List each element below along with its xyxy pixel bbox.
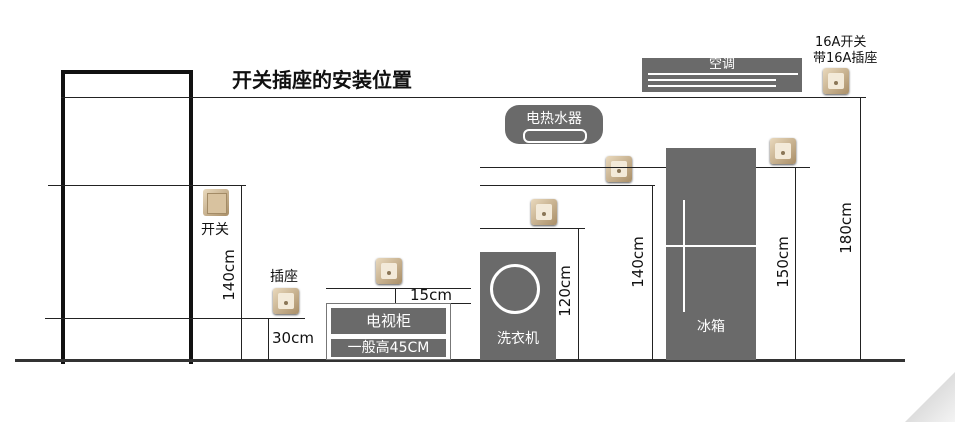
heater-dimension-line	[652, 185, 653, 360]
water-heater: 电热水器	[505, 105, 603, 144]
fridge-divider	[666, 245, 756, 247]
socket-dimension-line	[268, 318, 269, 360]
door-frame	[61, 70, 193, 364]
water-heater-label: 电热水器	[526, 111, 582, 127]
washer-socket-icon	[531, 199, 557, 225]
page-curl	[905, 372, 955, 422]
heater-height-label: 140cm	[628, 236, 647, 288]
switch-label: 开关	[201, 222, 229, 238]
washer-drum	[490, 264, 540, 314]
tv-cabinet: 电视柜 一般高45CM	[326, 303, 451, 360]
socket-icon	[273, 288, 299, 314]
washer-dimension-line	[578, 228, 579, 360]
ac-switch-label-1: 16A开关	[815, 35, 867, 50]
ac-vent	[648, 73, 798, 75]
fridge-socket-icon	[770, 138, 796, 164]
tv-offset-line	[395, 288, 396, 303]
page-title: 开关插座的安装位置	[232, 68, 412, 92]
water-heater-vent	[523, 129, 587, 143]
heater-socket-icon	[606, 156, 632, 182]
ac-vent	[648, 85, 776, 87]
ac-dimension-line	[860, 97, 861, 360]
washer-height-label: 120cm	[555, 265, 574, 317]
wall-switch-icon	[203, 189, 229, 216]
switch-dimension-line	[241, 185, 242, 360]
floor-line	[15, 359, 905, 362]
washer-label: 洗衣机	[497, 331, 539, 347]
switch-height-label: 140cm	[219, 249, 238, 301]
fridge-dimension-line	[795, 167, 796, 360]
socket-height-label: 30cm	[272, 329, 314, 347]
ceiling-line	[61, 97, 866, 98]
tv-height-label: 一般高45CM	[331, 339, 446, 357]
ac-socket-icon	[823, 68, 849, 94]
fridge-height-label: 150cm	[773, 236, 792, 288]
washer-socket-line	[480, 228, 585, 229]
socket-label: 插座	[270, 269, 298, 285]
ac-label: 空调	[708, 57, 735, 72]
socket-height-line	[45, 318, 305, 319]
tv-cabinet-label: 电视柜	[331, 308, 446, 334]
fridge-label: 冰箱	[697, 319, 725, 335]
fridge-socket-line	[480, 167, 810, 168]
ac-height-label: 180cm	[836, 202, 855, 254]
tv-socket-icon	[376, 258, 402, 284]
ac-vent	[648, 79, 776, 81]
tv-offset-label: 15cm	[410, 286, 452, 304]
switch-height-line	[48, 185, 246, 186]
fridge-door-line	[683, 200, 685, 312]
heater-socket-line	[480, 185, 655, 186]
refrigerator: 冰箱	[666, 148, 756, 360]
ac-switch-label-2: 带16A插座	[813, 51, 878, 66]
washing-machine: 洗衣机	[480, 252, 556, 360]
air-conditioner: 空调	[642, 58, 802, 92]
tv-socket-line	[326, 288, 471, 289]
